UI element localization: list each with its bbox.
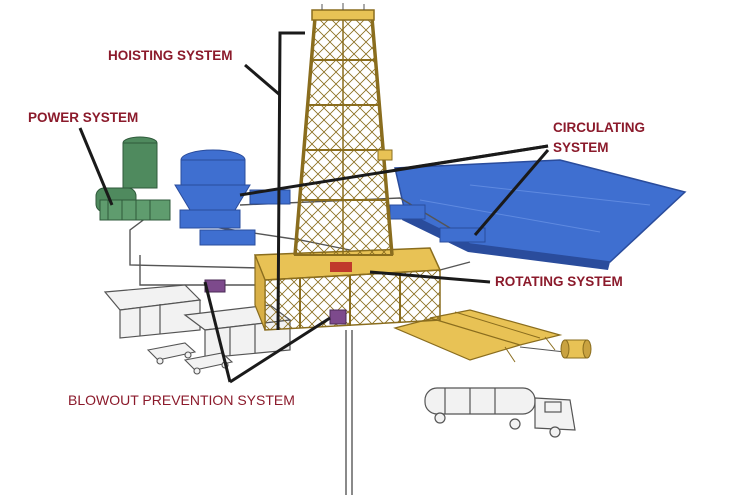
circulating-leader-3 xyxy=(473,149,550,236)
mud-pit xyxy=(394,159,687,270)
drill-string xyxy=(345,330,353,495)
blowout-leader xyxy=(203,281,232,383)
rotating-leader xyxy=(369,270,491,284)
circulating-leader-2 xyxy=(239,144,549,197)
mud-tanks xyxy=(174,149,486,246)
power-units xyxy=(95,136,171,221)
hoisting-leader-arm xyxy=(244,63,281,97)
storage-buildings xyxy=(103,284,292,359)
rotating-system-label: ROTATING SYSTEM xyxy=(495,274,623,289)
pipe-catwalk xyxy=(393,309,563,363)
tanker-truck xyxy=(424,387,576,438)
leader-lines xyxy=(78,31,550,384)
derrick xyxy=(293,3,394,256)
blowout-leader-arm xyxy=(229,316,331,384)
cable-spool xyxy=(519,339,592,359)
power-leader xyxy=(78,127,114,206)
circulating-system-label-line2: SYSTEM xyxy=(553,140,609,155)
circulating-system-label-line1: CIRCULATING xyxy=(553,120,645,135)
blowout-prevention-system-label: BLOWOUT PREVENTION SYSTEM xyxy=(68,392,295,408)
hoisting-system-label: HOISTING SYSTEM xyxy=(108,48,233,63)
power-system-label: POWER SYSTEM xyxy=(28,110,139,125)
hoisting-leader xyxy=(276,31,305,331)
